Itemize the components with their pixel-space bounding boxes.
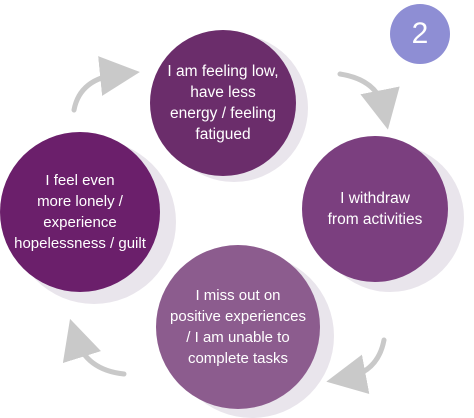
arrow-bottom-right	[326, 337, 387, 394]
step-text-withdraw: I withdraw from activities	[327, 190, 423, 228]
step-circle-low-energy: I am feeling low, have less energy / fee…	[150, 30, 296, 176]
step-number-badge: 2	[390, 4, 450, 64]
step-text-miss-out: I miss out on positive experiences / I a…	[170, 287, 306, 367]
step-number: 2	[411, 17, 429, 50]
arrow-top-right	[337, 71, 400, 130]
step-circle-lonely: I feel even more lonely / experience hop…	[0, 132, 160, 292]
arrow-bottom-left	[62, 318, 127, 377]
step-text-lonely: I feel even more lonely / experience hop…	[14, 172, 146, 252]
cycle-arrows	[62, 56, 400, 394]
cycle-diagram: I am feeling low, have less energy / fee…	[0, 4, 464, 418]
arrow-top-left	[71, 56, 140, 113]
step-circle-withdraw: I withdraw from activities	[302, 136, 448, 282]
step-text-low-energy: I am feeling low, have less energy / fee…	[167, 63, 279, 143]
step-circle-miss-out: I miss out on positive experiences / I a…	[156, 245, 320, 409]
